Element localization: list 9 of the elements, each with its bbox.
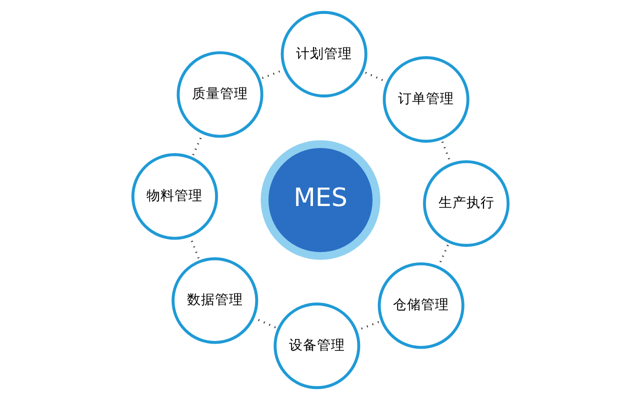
node-circle: 设备管理 bbox=[273, 302, 360, 390]
node-circle: 数据管理 bbox=[171, 257, 258, 344]
node-circle: 计划管理 bbox=[280, 10, 367, 98]
node-circle: 物料管理 bbox=[130, 153, 218, 240]
node-circle: 仓储管理 bbox=[377, 262, 464, 349]
node-circle: 质量管理 bbox=[176, 51, 263, 138]
node-circle: 生产执行 bbox=[422, 160, 510, 247]
node-circle: MES bbox=[260, 140, 380, 260]
node-circle: 订单管理 bbox=[382, 56, 469, 143]
